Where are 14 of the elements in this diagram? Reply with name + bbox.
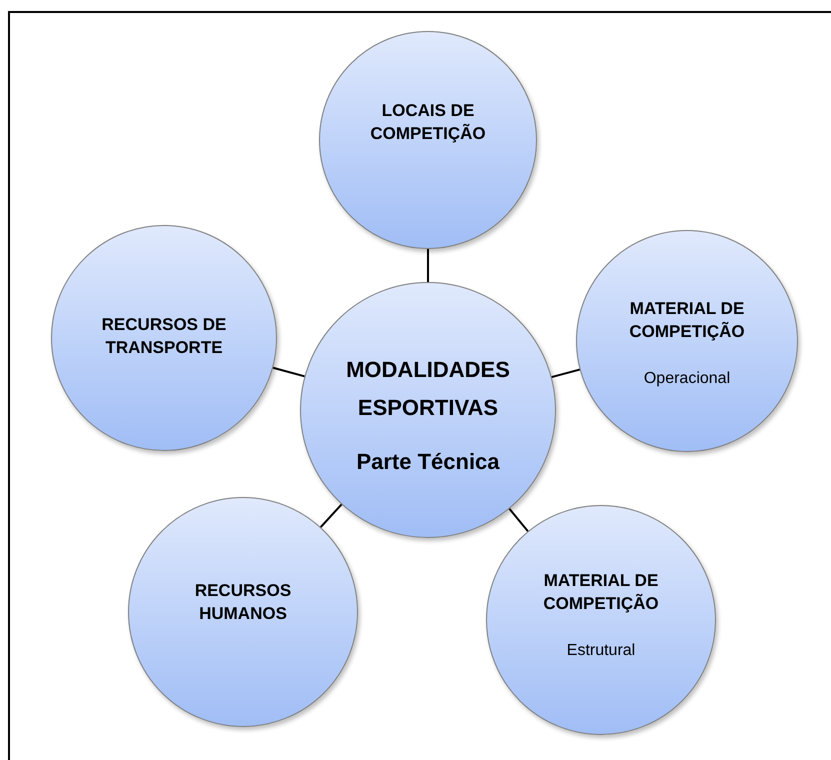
connector-line: [508, 508, 529, 532]
circle-title: MODALIDADES ESPORTIVAS: [345, 356, 511, 422]
circle-title: MATERIAL DE COMPETIÇÃO: [542, 570, 660, 615]
connector-line: [427, 249, 429, 282]
connector-line: [320, 504, 342, 528]
circle-title: RECURSOS DE TRANSPORTE: [100, 314, 228, 359]
circle-subtitle: Operacional: [644, 369, 730, 389]
circle-subtitle: Estrutural: [566, 641, 636, 661]
connector-line: [551, 368, 580, 378]
connector-line: [272, 366, 305, 378]
circle-subtitle: Parte Técnica: [356, 448, 500, 476]
circle-title: MATERIAL DE COMPETIÇÃO: [628, 298, 746, 343]
circle-title: RECURSOS HUMANOS: [194, 580, 292, 625]
circle-title: LOCAIS DE COMPETIÇÃO: [369, 100, 487, 145]
